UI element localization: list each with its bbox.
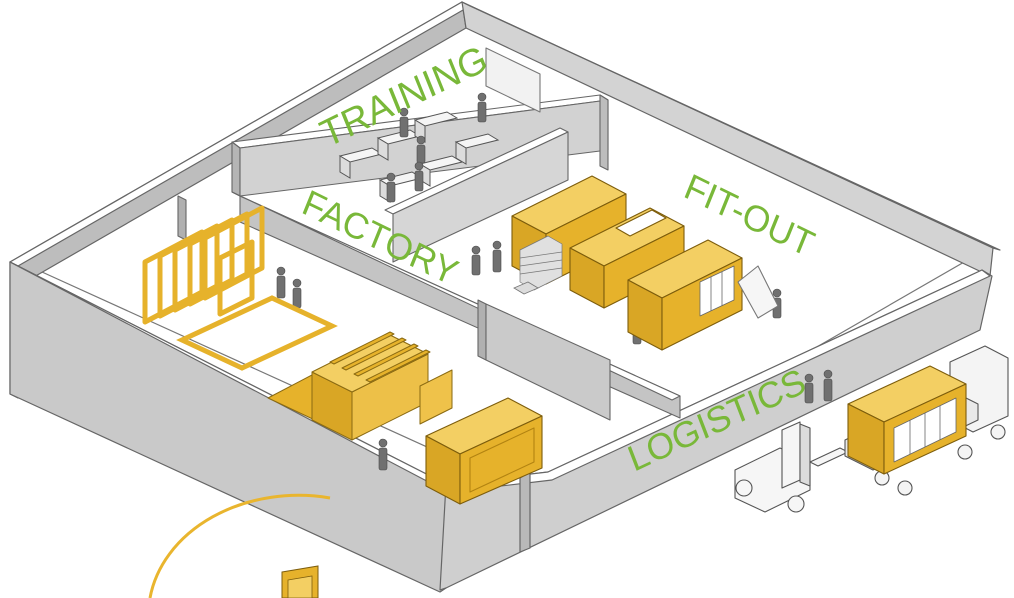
person-factory-3 (378, 438, 388, 471)
module-on-truck (847, 365, 967, 475)
brick-stack (519, 235, 563, 291)
floor-frame (176, 295, 338, 371)
person-training-4 (386, 172, 396, 203)
person-fitout-2 (492, 240, 502, 273)
person-factory-2 (292, 278, 302, 309)
pallet (513, 281, 539, 295)
wall-frames (142, 205, 265, 325)
fitout-modules (511, 175, 779, 351)
person-factory-1 (276, 266, 286, 299)
person-training-5 (414, 161, 424, 192)
callout-circle (148, 493, 331, 598)
person-logistics-2 (823, 369, 833, 402)
forklift (734, 421, 849, 513)
person-training-1 (399, 107, 409, 138)
module-assembly (267, 331, 453, 441)
person-training-2 (477, 92, 487, 123)
person-logistics-1 (804, 373, 814, 404)
person-training-3 (416, 135, 426, 164)
person-fitout-1 (471, 245, 481, 276)
module-finished-factory (425, 397, 543, 505)
